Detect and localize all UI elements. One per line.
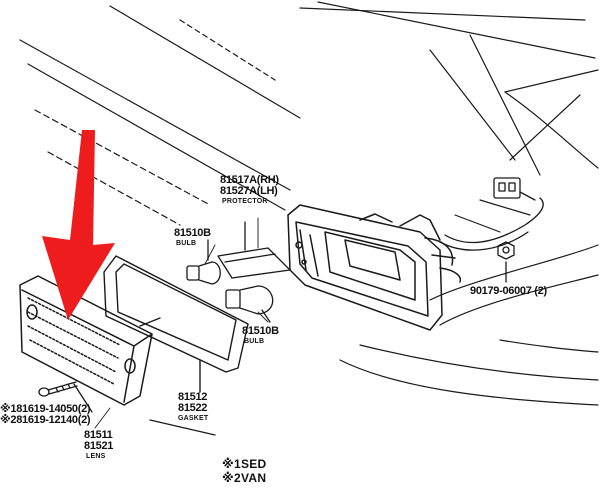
screw-number-2: ※281619-12140(2) bbox=[0, 414, 91, 426]
protector-name: PROTECTOR bbox=[222, 198, 268, 205]
gasket-name: GASKET bbox=[178, 415, 209, 422]
lens-number-1: 81511 bbox=[84, 429, 113, 441]
bulb-lower-name: BULB bbox=[244, 338, 265, 345]
legend-line-2: ※2VAN bbox=[222, 471, 267, 485]
car-body-outline bbox=[19, 1, 599, 436]
protector-sheet bbox=[217, 221, 291, 279]
bulb-upper-name: BULB bbox=[176, 240, 197, 247]
gasket-outline bbox=[103, 255, 249, 393]
nut-icon bbox=[497, 241, 515, 283]
protector-number-rh: 81517A(RH) bbox=[220, 174, 279, 186]
protector-number-lh: 81527A(LH) bbox=[220, 185, 278, 197]
nut-number: 90179-06007 (2) bbox=[470, 285, 547, 297]
gasket-number-1: 81512 bbox=[178, 391, 208, 403]
gasket-number-2: 81522 bbox=[178, 402, 208, 414]
screw-number-1: ※181619-14050(2) bbox=[0, 403, 91, 415]
bulb-upper-icon bbox=[186, 239, 221, 285]
red-arrow-icon bbox=[42, 130, 115, 320]
lens-name: LENS bbox=[86, 453, 106, 460]
legend-line-1: ※1SED bbox=[222, 457, 267, 471]
lamp-housing bbox=[287, 204, 462, 331]
lens-outline bbox=[19, 275, 153, 406]
wire-harness bbox=[439, 177, 544, 251]
bulb-lower-number: 81510B bbox=[242, 325, 279, 337]
leader-lines bbox=[94, 217, 269, 429]
bulb-upper-number: 81510B bbox=[174, 227, 211, 239]
screw-icon bbox=[38, 381, 93, 413]
lens-number-2: 81521 bbox=[84, 440, 114, 452]
